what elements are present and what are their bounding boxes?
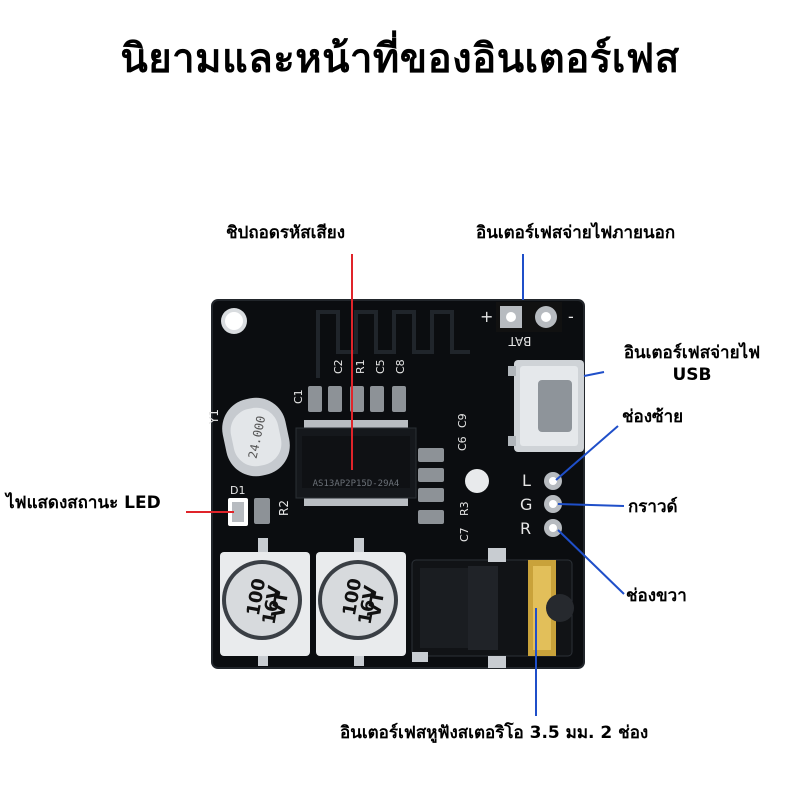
cap2-series: VT [364,589,389,619]
label-external-power: อินเตอร์เฟสจ่ายไฟภายนอก [476,223,676,243]
silk-d1: D1 [230,484,245,497]
label-headphone-jack: อินเตอร์เฟสหูฟังสเตอริโอ 3.5 มม. 2 ช่อง [340,723,649,743]
electrolytic-capacitor-1 [220,538,310,666]
led-component [228,498,270,526]
label-right-channel: ช่องขวา [626,586,687,606]
silk-chip-text: AS13AP2P15D-29A4 [313,479,400,489]
silk-minus: - [568,307,574,326]
antenna-trace [316,310,470,378]
electrolytic-capacitor-2 [316,538,406,666]
silk-g: G [520,495,532,514]
silk-r1: R1 [354,359,367,374]
label-ground: กราวด์ [628,497,678,517]
silk-c8: C8 [394,359,407,374]
silk-l: L [522,471,531,490]
audio-output-pads [544,472,562,537]
silk-y1: Y1 [207,409,221,425]
silk-r3: R3 [458,501,471,516]
smd-components-right [418,448,444,524]
pointer-left [555,425,619,481]
page-title: นิยามและหน้าที่ของอินเตอร์เฟส [120,36,680,82]
mounting-hole-middle [465,469,489,493]
label-audio-decoder-chip: ชิปถอดรหัสเสียง [226,223,346,243]
label-usb-power: อินเตอร์เฟสจ่ายไฟ USB [606,342,778,386]
pointer-ground [557,503,625,507]
silk-c1: C1 [292,389,305,404]
label-led-indicator: ไฟแสดงสถานะ LED [6,493,161,513]
silk-c7: C7 [458,527,471,542]
label-usb-power-line1: อินเตอร์เฟสจ่ายไฟ [623,343,761,363]
silk-c2: C2 [332,359,345,374]
silk-r: R [520,519,531,538]
capacitor-row [308,386,406,412]
cap1-series: VT [268,589,293,619]
label-usb-power-line2: USB [672,365,712,385]
crystal-oscillator [222,397,290,477]
silk-plus: + [480,307,493,326]
silk-r2: R2 [277,500,291,516]
silk-c6: C6 [456,436,469,451]
pointer-right [557,529,625,595]
silk-c5: C5 [374,359,387,374]
silk-bat: BAT [508,334,532,348]
silk-c9: C9 [456,413,469,428]
label-left-channel: ช่องซ้าย [622,407,684,427]
battery-pads [496,302,562,332]
pointer-usb-power [583,371,605,377]
decoder-chip [295,420,417,506]
headphone-jack [411,548,574,668]
usb-connector [508,360,584,452]
mounting-hole-top-left [221,308,247,334]
